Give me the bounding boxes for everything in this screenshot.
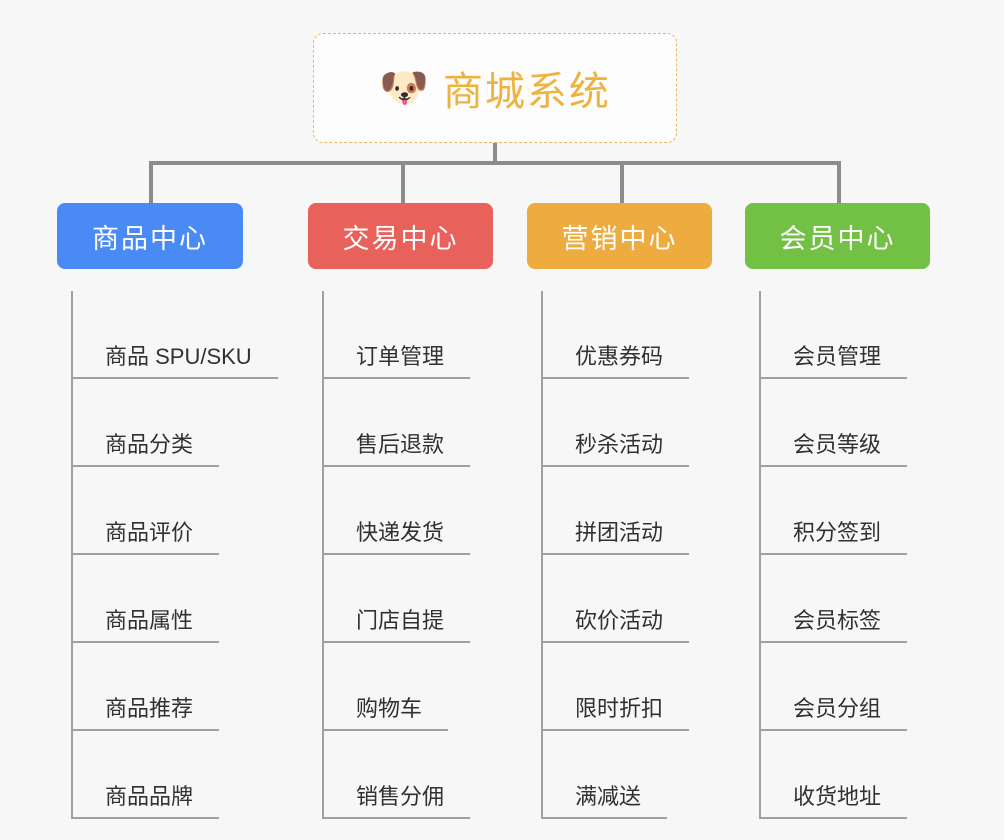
shiba-dog-face-icon: 🐶 (379, 66, 429, 110)
leaf-list-trade-center: 订单管理 售后退款 快递发货 门店自提 购物车 销售分佣 (322, 291, 493, 819)
leaf-spine (71, 291, 73, 819)
branch-header-trade-center[interactable]: 交易中心 (308, 203, 493, 269)
branch-header-marketing-center[interactable]: 营销中心 (527, 203, 712, 269)
list-item[interactable]: 销售分佣 (322, 731, 493, 819)
leaf-label: 优惠券码 (541, 346, 690, 379)
leaf-label: 会员标签 (759, 610, 908, 643)
leaf-list-product-center: 商品 SPU/SKU 商品分类 商品评价 商品属性 商品推荐 商品品牌 (71, 291, 278, 819)
leaf-label: 商品推荐 (71, 698, 220, 731)
list-item[interactable]: 秒杀活动 (541, 379, 712, 467)
connector-drop-3 (620, 161, 624, 205)
leaf-label: 订单管理 (322, 346, 471, 379)
branch-trade-center: 交易中心 订单管理 售后退款 快递发货 门店自提 购物车 销售分佣 (308, 203, 493, 819)
connector-bus (149, 161, 841, 165)
list-item[interactable]: 收货地址 (759, 731, 930, 819)
branch-title: 交易中心 (342, 223, 459, 254)
leaf-label: 销售分佣 (322, 786, 471, 819)
leaf-label: 拼团活动 (541, 522, 690, 555)
list-item[interactable]: 快递发货 (322, 467, 493, 555)
leaf-label: 会员管理 (759, 346, 908, 379)
leaf-label: 门店自提 (322, 610, 471, 643)
branch-title: 营销中心 (561, 223, 678, 254)
list-item[interactable]: 商品评价 (71, 467, 247, 555)
list-item[interactable]: 会员等级 (759, 379, 930, 467)
root-node[interactable]: 🐶 商城系统 (313, 33, 677, 143)
list-item[interactable]: 拼团活动 (541, 467, 712, 555)
list-item[interactable]: 售后退款 (322, 379, 493, 467)
branch-marketing-center: 营销中心 优惠券码 秒杀活动 拼团活动 砍价活动 限时折扣 满减送 (527, 203, 712, 819)
leaf-label: 限时折扣 (541, 698, 690, 731)
leaf-spine (322, 291, 324, 819)
list-item[interactable]: 商品品牌 (71, 731, 247, 819)
list-item[interactable]: 商品推荐 (71, 643, 247, 731)
leaf-label: 砍价活动 (541, 610, 690, 643)
list-item[interactable]: 门店自提 (322, 555, 493, 643)
leaf-label: 会员等级 (759, 434, 908, 467)
connector-drop-1 (149, 161, 153, 205)
leaf-list-marketing-center: 优惠券码 秒杀活动 拼团活动 砍价活动 限时折扣 满减送 (541, 291, 712, 819)
branch-product-center: 商品中心 商品 SPU/SKU 商品分类 商品评价 商品属性 商品推荐 商品品牌 (57, 203, 278, 819)
list-item[interactable]: 会员管理 (759, 291, 930, 379)
connector-drop-4 (837, 161, 841, 205)
list-item[interactable]: 满减送 (541, 731, 712, 819)
leaf-label: 售后退款 (322, 434, 471, 467)
leaf-label: 会员分组 (759, 698, 908, 731)
list-item[interactable]: 优惠券码 (541, 291, 712, 379)
connector-drop-2 (401, 161, 405, 205)
leaf-label: 购物车 (322, 698, 449, 731)
connector-trunk (493, 143, 497, 165)
branch-title: 商品中心 (92, 223, 208, 254)
leaf-spine (759, 291, 761, 819)
branch-header-product-center[interactable]: 商品中心 (57, 203, 243, 269)
leaf-label: 商品品牌 (71, 786, 220, 819)
list-item[interactable]: 会员分组 (759, 643, 930, 731)
leaf-label: 秒杀活动 (541, 434, 690, 467)
leaf-label: 商品评价 (71, 522, 220, 555)
leaf-label: 满减送 (541, 786, 668, 819)
branch-member-center: 会员中心 会员管理 会员等级 积分签到 会员标签 会员分组 收货地址 (745, 203, 930, 819)
leaf-list-member-center: 会员管理 会员等级 积分签到 会员标签 会员分组 收货地址 (759, 291, 930, 819)
list-item[interactable]: 商品 SPU/SKU (71, 291, 278, 379)
root-title: 商城系统 (442, 70, 611, 114)
leaf-spine (541, 291, 543, 819)
branch-header-member-center[interactable]: 会员中心 (745, 203, 930, 269)
list-item[interactable]: 订单管理 (322, 291, 493, 379)
list-item[interactable]: 购物车 (322, 643, 493, 731)
list-item[interactable]: 积分签到 (759, 467, 930, 555)
branch-title: 会员中心 (779, 223, 896, 254)
list-item[interactable]: 砍价活动 (541, 555, 712, 643)
list-item[interactable]: 限时折扣 (541, 643, 712, 731)
leaf-label: 快递发货 (322, 522, 471, 555)
list-item[interactable]: 商品属性 (71, 555, 247, 643)
leaf-label: 商品属性 (71, 610, 220, 643)
list-item[interactable]: 会员标签 (759, 555, 930, 643)
leaf-label: 商品 SPU/SKU (71, 346, 278, 379)
leaf-label: 商品分类 (71, 434, 220, 467)
leaf-label: 收货地址 (759, 786, 908, 819)
list-item[interactable]: 商品分类 (71, 379, 247, 467)
leaf-label: 积分签到 (759, 522, 908, 555)
